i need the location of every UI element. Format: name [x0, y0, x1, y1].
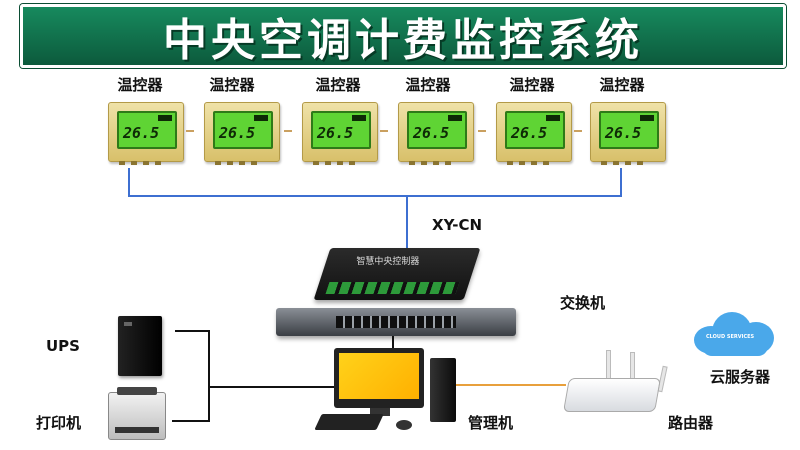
bus-wire — [406, 195, 408, 253]
central-controller: 智慧中央控制器 — [313, 248, 481, 300]
thermostat-screen: 26.5 — [407, 111, 467, 149]
thermostat-label: 温控器 — [405, 76, 451, 94]
thermostat-label: 温控器 — [117, 76, 163, 94]
controller-label: XY-CN — [432, 216, 483, 234]
chain-link — [186, 130, 194, 132]
monitor-stand — [370, 408, 390, 416]
switch-label: 交换机 — [560, 294, 606, 312]
fan-icon — [546, 115, 560, 121]
wan-wire — [456, 384, 566, 386]
lan-wire — [175, 330, 209, 332]
thermostat-screen: 26.5 — [505, 111, 565, 149]
thermostat-label: 温控器 — [599, 76, 645, 94]
fan-icon — [352, 115, 366, 121]
temperature-reading: 26.5 — [219, 124, 256, 142]
page-title: 中央空调计费监控系统 — [163, 15, 643, 66]
switch-ports — [336, 316, 456, 328]
pc-tower — [430, 358, 456, 422]
router-label: 路由器 — [668, 414, 714, 432]
thermostat-label: 温控器 — [209, 76, 255, 94]
thermostat-device: 26.5 — [496, 102, 572, 165]
thermostat-screen: 26.5 — [213, 111, 273, 149]
printer-label: 打印机 — [36, 414, 82, 432]
temperature-reading: 26.5 — [413, 124, 450, 142]
thermostat-device: 26.5 — [204, 102, 280, 165]
lan-wire — [210, 386, 334, 388]
cloud-badge: CLOUD SERVICES — [706, 334, 755, 340]
controller-text: 智慧中央控制器 — [356, 257, 420, 267]
ups-device — [118, 316, 162, 376]
fan-icon — [640, 115, 654, 121]
fan-icon — [448, 115, 462, 121]
printer-device — [108, 387, 166, 440]
fan-icon — [254, 115, 268, 121]
network-switch — [276, 308, 516, 336]
bus-wire — [620, 168, 622, 196]
mouse — [396, 420, 412, 430]
thermostat-device: 26.5 — [302, 102, 378, 165]
terminal-block — [325, 282, 460, 294]
thermostat-screen: 26.5 — [117, 111, 177, 149]
lan-wire — [172, 420, 210, 422]
cloud-icon: CLOUD SERVICES — [694, 312, 776, 356]
monitor — [334, 348, 424, 408]
chain-link — [574, 130, 582, 132]
fan-icon — [158, 115, 172, 121]
temperature-reading: 26.5 — [317, 124, 354, 142]
thermostat-device: 26.5 — [398, 102, 474, 165]
thermostat-screen: 26.5 — [311, 111, 371, 149]
lan-wire — [208, 330, 210, 422]
bus-wire — [128, 168, 130, 196]
thermostat-device: 26.5 — [590, 102, 666, 165]
temperature-reading: 26.5 — [123, 124, 160, 142]
thermostat-label: 温控器 — [315, 76, 361, 94]
chain-link — [380, 130, 388, 132]
chain-link — [284, 130, 292, 132]
temperature-reading: 26.5 — [605, 124, 642, 142]
cloud-label: 云服务器 — [710, 368, 771, 386]
bus-wire — [128, 195, 622, 197]
lan-wire — [392, 336, 394, 354]
temperature-reading: 26.5 — [511, 124, 548, 142]
pc-label: 管理机 — [468, 414, 514, 432]
chain-link — [478, 130, 486, 132]
thermostat-label: 温控器 — [509, 76, 555, 94]
ups-label: UPS — [46, 337, 80, 355]
title-banner: 中央空调计费监控系统 — [20, 4, 786, 68]
keyboard — [314, 414, 384, 430]
thermostat-device: 26.5 — [108, 102, 184, 165]
router-device — [563, 378, 661, 412]
thermostat-screen: 26.5 — [599, 111, 659, 149]
monitor-screen — [339, 353, 419, 399]
